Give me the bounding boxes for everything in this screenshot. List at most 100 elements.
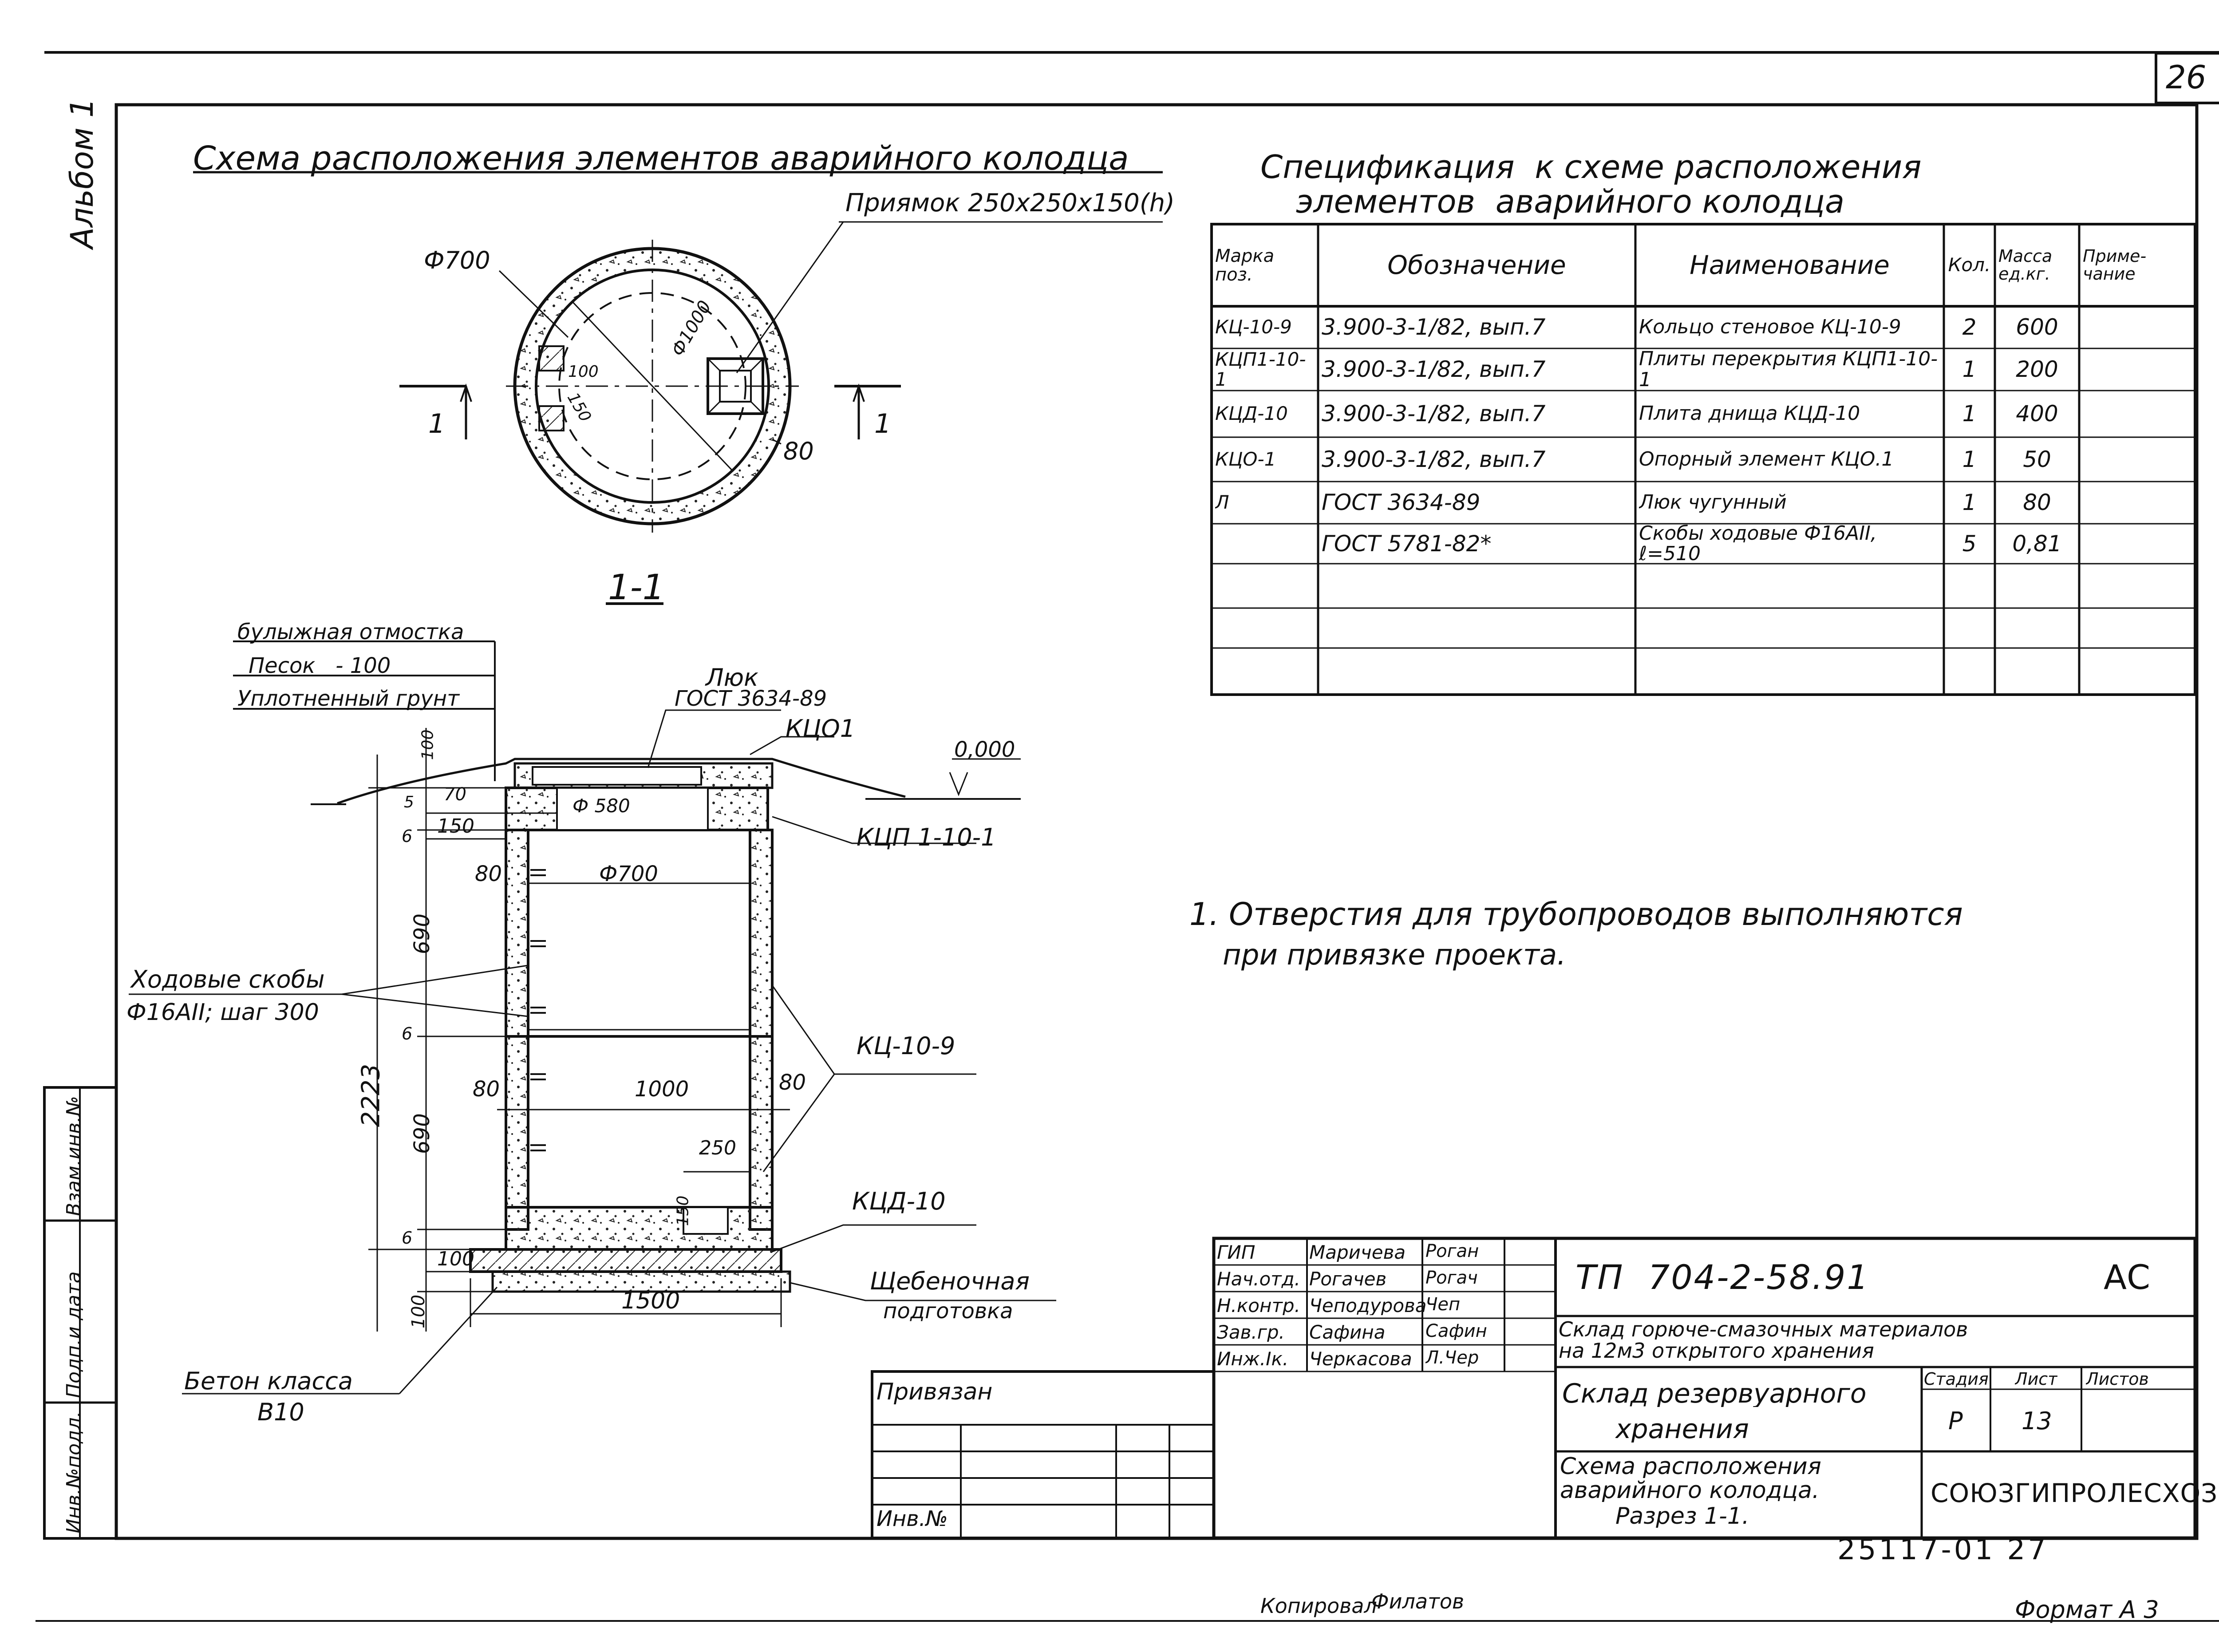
dim-70: 70 (444, 784, 466, 805)
binding-inv: Инв.№ (877, 1506, 948, 1531)
sheet-header: Лист (2015, 1371, 2058, 1387)
archive-number: 25117-01 27 (1837, 1533, 2049, 1566)
tb-role: Инж.Iк. (1217, 1350, 1289, 1368)
dim-100: 100 (568, 363, 599, 381)
spec-cell: Скобы ходовые Ф16АII, ℓ=510 (1639, 524, 1877, 564)
gravel-label-2: подготовка (883, 1299, 1013, 1324)
dim-1500: 1500 (621, 1288, 680, 1314)
spec-cell: КЦ-10-9 (1215, 316, 1292, 338)
spec-cell (2083, 306, 2191, 348)
spec-cell (2083, 437, 2191, 482)
dim-690a: 690 (409, 913, 434, 954)
spec-cell (2083, 391, 2191, 437)
tb-name: Рогачев (1309, 1270, 1387, 1288)
plan-title: Схема расположения элементов аварийного … (193, 139, 1129, 178)
hatch-std: ГОСТ 3634-89 (675, 686, 827, 711)
tb-name: Черкасова (1309, 1350, 1412, 1368)
dim-80b: 80 (473, 1077, 500, 1102)
dim-250: 250 (699, 1137, 736, 1159)
copied-by: Копировал (1260, 1594, 1377, 1618)
ladder-label-1: Ходовые скобы (131, 965, 325, 993)
dim-700: Ф700 (599, 862, 658, 886)
spec-cell (2083, 524, 2191, 564)
tb-role: Зав.гр. (1217, 1323, 1285, 1342)
spec-table-grid (1210, 223, 2196, 696)
org-name: СОЮЗГИПРОЛЕСХОЗ (1931, 1480, 2218, 1506)
project-mark: АС (2104, 1257, 2151, 1297)
spec-cell (1322, 608, 1632, 648)
dim-6b: 6 (402, 1024, 413, 1043)
title-block-grid (1212, 1237, 2197, 1540)
layer-1: Песок - 100 (249, 653, 391, 678)
dim-1000: 1000 (635, 1077, 689, 1102)
dim-5: 5 (404, 793, 414, 811)
stage-value: Р (1948, 1409, 1963, 1433)
building-line2: хранения (1615, 1416, 1749, 1443)
drawing-line2: аварийного колодца. (1560, 1479, 1820, 1502)
spec-header-cell: Марка поз. (1215, 245, 1275, 285)
concrete-label-1: Бетон класса (184, 1367, 353, 1395)
spec-cell (1322, 564, 1632, 608)
spec-cell: Опорный элемент КЦО.1 (1639, 447, 1894, 470)
spec-cell: 1 (1962, 356, 1977, 383)
tb-signature: Сафин (1425, 1322, 1487, 1340)
spec-header-cell: Масса ед.кг. (1998, 246, 2053, 284)
dim-80a: 80 (475, 862, 502, 886)
spec-header-cell: Кол. (1948, 254, 1991, 276)
format-label: Формат А 3 (2015, 1596, 2159, 1624)
spec-cell: 600 (2016, 314, 2058, 340)
spec-cell: 50 (2023, 446, 2051, 472)
spec-cell (1215, 524, 1315, 564)
spec-cell: 3.900-3-1/82, вып.7 (1322, 356, 1546, 383)
dim-outer: Ф700 (424, 246, 490, 274)
spec-cell: 1 (1962, 401, 1977, 427)
binding-grid (871, 1370, 1215, 1539)
spec-title-line1: Спецификация к схеме расположения (1260, 148, 1922, 186)
spec-cell (2083, 348, 2191, 391)
tb-name: Маричева (1309, 1243, 1406, 1262)
tb-role: Нач.отд. (1217, 1270, 1301, 1288)
spec-cell (2083, 564, 2191, 608)
spec-cell: Кольцо стеновое КЦ-10-9 (1639, 316, 1901, 339)
support-label: КЦО1 (786, 715, 856, 743)
dim-2223: 2223 (356, 1063, 386, 1127)
spec-cell: ГОСТ 3634-89 (1322, 490, 1481, 516)
spec-cell (1215, 608, 1315, 648)
dim-580: Ф 580 (573, 795, 630, 817)
dim-80c: 80 (779, 1070, 806, 1095)
layer-2: Уплотненный грунт (237, 686, 460, 711)
spec-cell (1639, 564, 1940, 608)
dim-100-top: 100 (419, 729, 437, 760)
stamp-inv-orig: Инв.№подл. (63, 1411, 85, 1533)
note-line1: 1. Отверстия для трубопроводов выполняют… (1189, 896, 1963, 933)
tb-signature: Чеп (1425, 1296, 1461, 1313)
level-label: 0,000 (954, 737, 1015, 762)
stage-header: Стадия (1924, 1371, 1989, 1387)
spec-cell (1947, 608, 1991, 648)
spec-cell: КЦО-1 (1215, 448, 1276, 470)
spec-cell (2083, 608, 2191, 648)
pit-label: Приямок 250х250х150(h) (845, 189, 1175, 217)
dim-80: 80 (783, 437, 814, 465)
spec-title-line2: элементов аварийного колодца (1296, 183, 1845, 220)
spec-header-cell: Приме-чание (2083, 246, 2147, 284)
spec-cell (1998, 564, 2076, 608)
spec-header-cell: Наименование (1690, 250, 1890, 281)
drawing-line1: Схема расположения (1560, 1455, 1821, 1478)
spec-cell: 1 (1962, 490, 1977, 516)
slab-label: КЦП 1-10-1 (857, 823, 996, 851)
object-line1: Склад горюче-смазочных материалов (1559, 1319, 1968, 1340)
tb-signature: Рогач (1425, 1269, 1478, 1287)
dim-6c: 6 (402, 1228, 413, 1248)
cut-left: 1 (428, 408, 446, 439)
spec-header-cell: Обозначение (1387, 250, 1566, 281)
project-code: ТП 704-2-58.91 (1575, 1257, 1870, 1297)
stamp-replace-inv: Взам.инв.№ (63, 1096, 85, 1216)
spec-cell: КЦД-10 (1215, 403, 1288, 425)
section-title: 1-1 (608, 568, 665, 608)
spec-cell: 3.900-3-1/82, вып.7 (1322, 446, 1546, 472)
spec-cell: 2 (1962, 314, 1977, 340)
dim-100b: 100 (437, 1248, 474, 1270)
ring-label: КЦ-10-9 (857, 1032, 956, 1060)
